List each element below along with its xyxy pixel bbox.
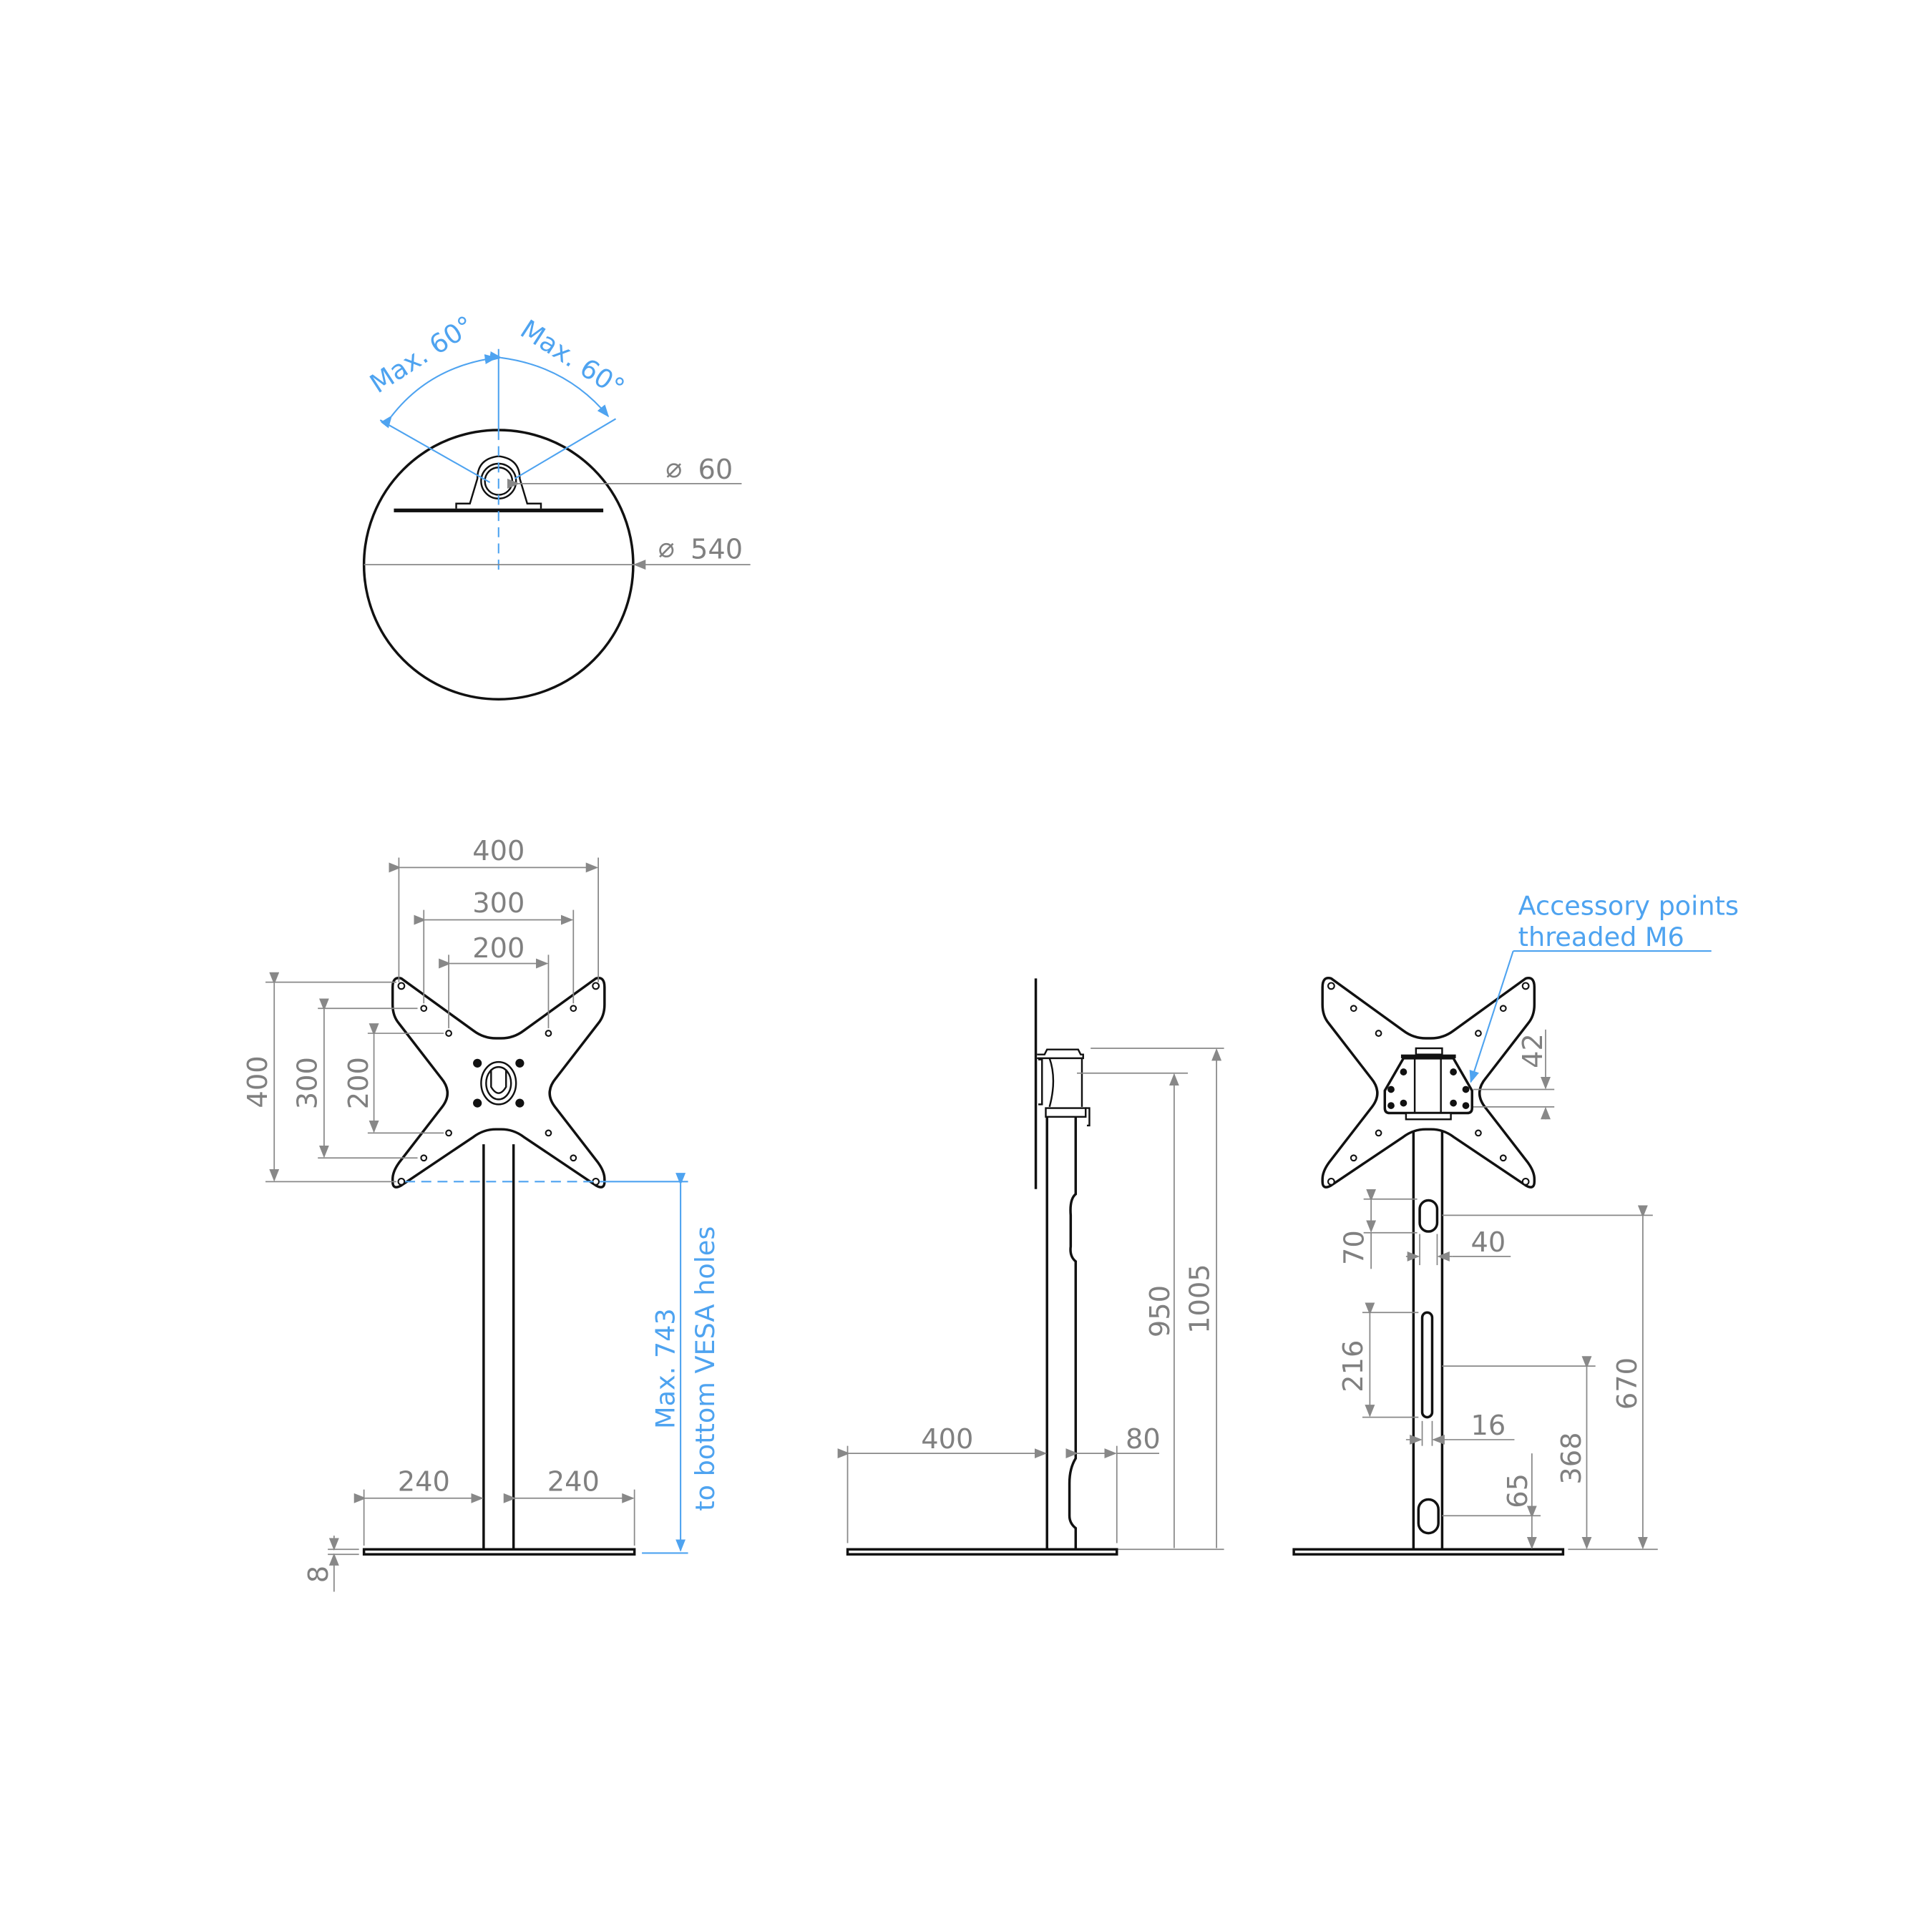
height-1005-label: 1005 bbox=[1184, 1264, 1216, 1334]
side-base-front-label: 400 bbox=[921, 1423, 973, 1455]
side-view: 400 80 950 1005 bbox=[837, 978, 1224, 1556]
max-height-sublabel: to bottom VESA holes bbox=[690, 1226, 721, 1511]
bottom-hole-65-label: 65 bbox=[1502, 1473, 1534, 1508]
side-base-rear-label: 80 bbox=[1126, 1423, 1161, 1455]
slot-center-368-label: 368 bbox=[1556, 1432, 1588, 1484]
accessory-callout-line2: threaded M6 bbox=[1518, 922, 1684, 952]
height-950-label: 950 bbox=[1144, 1285, 1176, 1337]
vesa-plate-top bbox=[394, 508, 604, 512]
vesa-height-200-label: 200 bbox=[343, 1057, 375, 1109]
base-plate bbox=[362, 1548, 636, 1556]
vesa-height-300-label: 300 bbox=[291, 1057, 323, 1109]
top-hole-670-label: 670 bbox=[1611, 1357, 1644, 1410]
accessory-bracket bbox=[1383, 1057, 1473, 1115]
side-base-plate bbox=[846, 1548, 1118, 1556]
upper-cable-hole bbox=[1418, 1199, 1439, 1233]
accessory-callout-line1: Accessory points bbox=[1518, 891, 1739, 922]
base-left-240-label: 240 bbox=[398, 1465, 450, 1498]
vesa-holes bbox=[397, 982, 600, 1186]
diameter-symbol-60: ⌀ bbox=[665, 452, 682, 484]
slot-width-16-label: 16 bbox=[1470, 1410, 1506, 1442]
max-height-label: Max. 743 bbox=[650, 1308, 680, 1429]
hole-height-70-label: 70 bbox=[1339, 1230, 1371, 1265]
rear-vesa-holes bbox=[1327, 982, 1530, 1186]
base-right-240-label: 240 bbox=[547, 1465, 600, 1498]
hole-width-40-label: 40 bbox=[1470, 1226, 1506, 1259]
rear-base-plate bbox=[1292, 1548, 1565, 1556]
spacing-42-label: 42 bbox=[1517, 1033, 1549, 1068]
cable-slot bbox=[1420, 1311, 1434, 1419]
slot-length-216-label: 216 bbox=[1337, 1340, 1370, 1392]
base-diameter-label: 540 bbox=[691, 533, 743, 565]
diameter-symbol-540: ⌀ bbox=[658, 532, 675, 565]
angle-right-label: Max. 60° bbox=[515, 313, 630, 403]
base-thickness-label: 8 bbox=[303, 1566, 335, 1583]
top-view: Max. 60° Max. 60° ⌀ 60 ⌀ 540 bbox=[362, 310, 751, 701]
vesa-width-200-label: 200 bbox=[472, 932, 525, 965]
vesa-height-400-label: 400 bbox=[242, 1055, 274, 1108]
vesa-width-300-label: 300 bbox=[472, 887, 525, 919]
lower-cable-hole bbox=[1417, 1498, 1440, 1535]
pole-diameter-label: 60 bbox=[698, 454, 733, 486]
rear-view: Accessory points threaded M6 42 70 40 21… bbox=[1292, 891, 1739, 1556]
front-view: 400 300 200 400 300 200 Max. 743 to bott… bbox=[242, 835, 721, 1592]
vesa-width-400-label: 400 bbox=[472, 835, 525, 867]
